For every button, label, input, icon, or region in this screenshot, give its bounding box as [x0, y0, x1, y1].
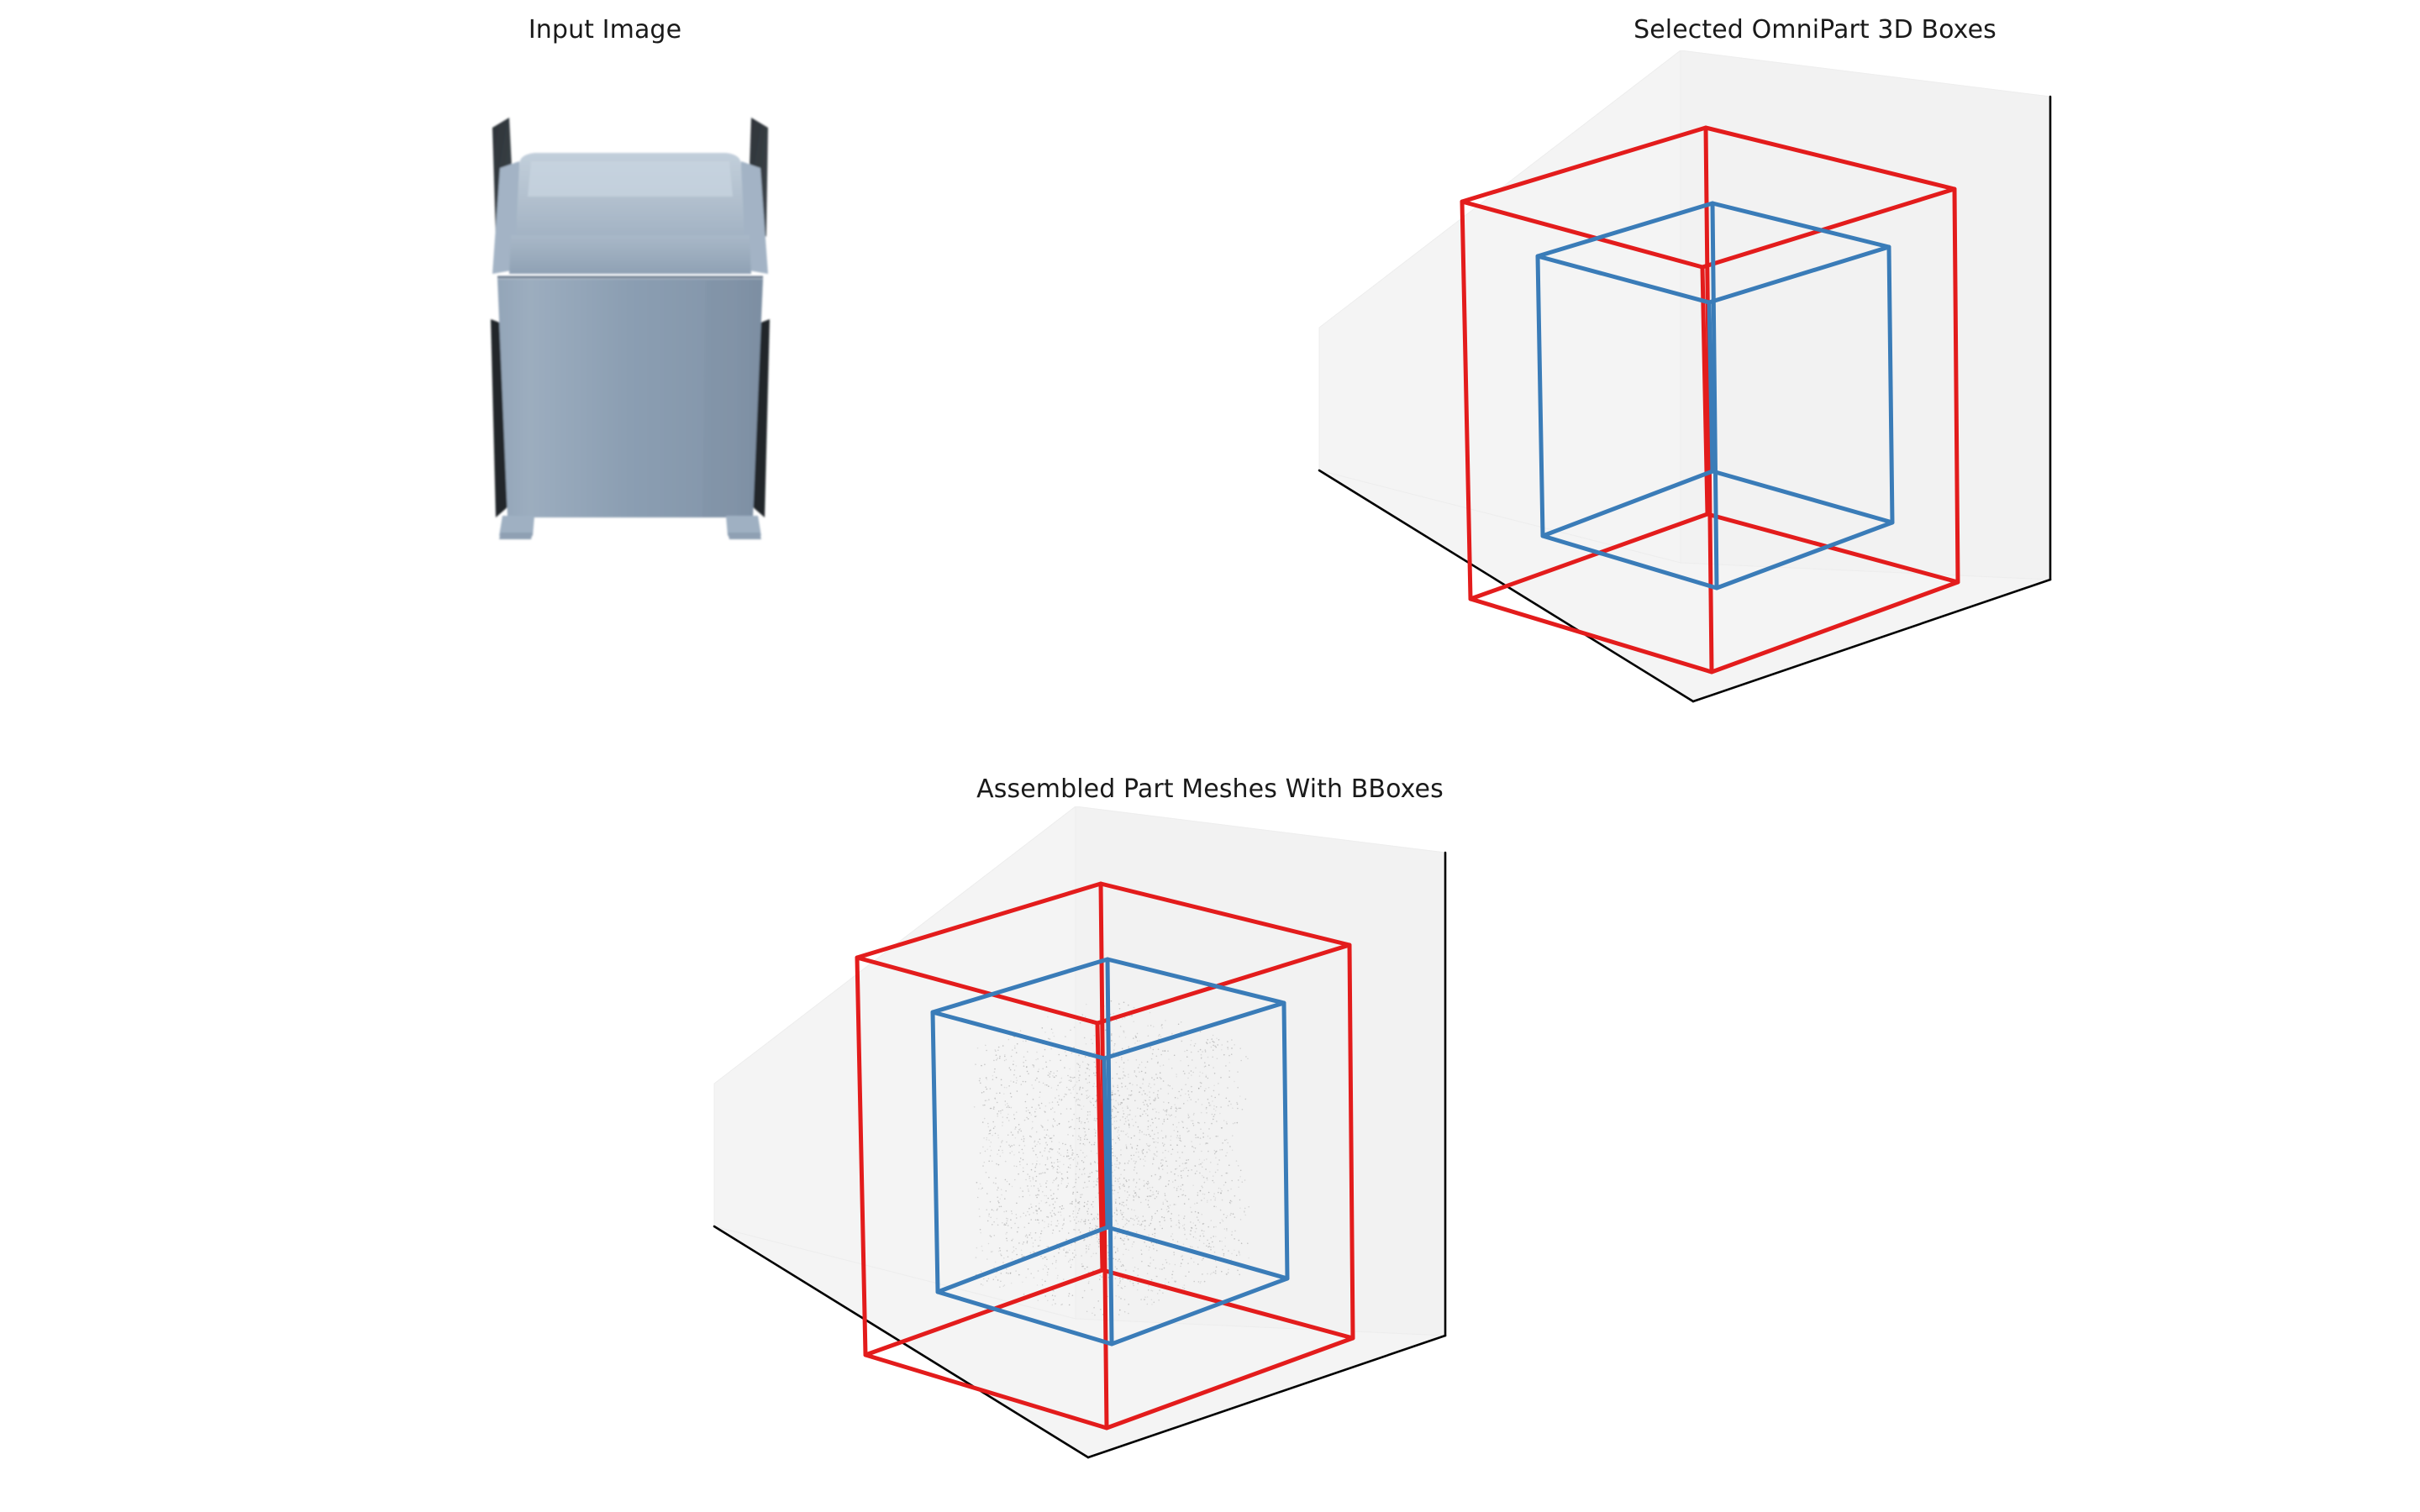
red-edge-v1	[1460, 199, 1473, 601]
blue-edge-v3	[1281, 1000, 1290, 1281]
lid-highlight	[528, 161, 733, 197]
panel-title-selected-omnipart-3d-boxes: Selected OmniPart 3D Boxes	[1634, 15, 1996, 45]
left-foot-shadow	[499, 533, 533, 539]
axes3d-assembled-meshes	[605, 806, 1815, 1512]
body-front	[497, 279, 763, 517]
axes-panes	[1318, 50, 2051, 702]
input-image-render	[454, 109, 807, 714]
red-edge-v1	[855, 955, 868, 1357]
panel-assembled-part-meshes: Assembled Part Meshes With BBoxes	[605, 756, 1815, 1512]
blue-edge-v1	[1535, 254, 1545, 538]
red-edge-v2	[1098, 881, 1109, 1431]
panel-input-image: Input Image	[0, 0, 1210, 756]
axes3d-selected-boxes-svg	[1318, 50, 2052, 703]
bbox-inner-blue	[930, 957, 1290, 1347]
axes3d-assembled-meshes-svg	[713, 806, 1447, 1459]
right-foot	[726, 516, 761, 536]
axis-floor-right	[1691, 578, 2052, 703]
input-object-svg	[491, 118, 770, 539]
blue-edge-v4	[1102, 1056, 1110, 1230]
left-foot	[499, 516, 534, 536]
pane-right	[1075, 806, 1446, 1336]
bbox-inner-blue	[1535, 201, 1895, 591]
body-right-shading	[702, 279, 763, 517]
axis-floor-right	[1086, 1334, 1447, 1459]
red-edge-v3	[1952, 186, 1960, 585]
red-edge-v2	[1703, 125, 1714, 675]
right-foot-shadow	[728, 533, 761, 539]
red-edge-v3	[1347, 942, 1355, 1341]
blue-edge-v1	[930, 1010, 940, 1294]
panel-title-input-image: Input Image	[528, 15, 682, 45]
blue-edge-v2	[1710, 201, 1719, 591]
panel-title-assembled-part-meshes: Assembled Part Meshes With BBoxes	[976, 774, 1444, 804]
axes-panes	[713, 806, 1446, 1458]
pane-right	[1680, 50, 2051, 580]
blue-edge-v3	[1886, 244, 1895, 525]
blue-edge-v4	[1707, 300, 1715, 474]
panel-selected-omnipart-3d-boxes: Selected OmniPart 3D Boxes	[1210, 0, 2420, 756]
blue-edge-v2	[1105, 957, 1114, 1347]
upper-band	[509, 235, 751, 274]
axes3d-selected-boxes	[1210, 50, 2420, 756]
